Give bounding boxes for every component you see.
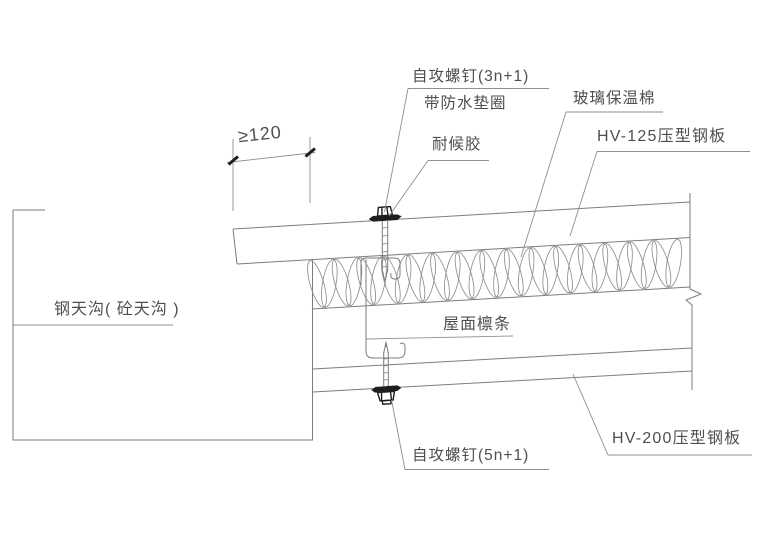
lower-screw-head <box>371 385 402 405</box>
insulation-loop <box>616 241 633 291</box>
insulation-loop <box>321 258 338 308</box>
insulation-hatch <box>307 238 691 310</box>
dimension-markers <box>226 137 316 211</box>
purlin-section <box>360 257 406 359</box>
insulation-loop <box>356 257 377 305</box>
hv200-sheet-lines <box>312 347 693 393</box>
gutter-outline <box>12 209 313 441</box>
upper-screw-shank <box>381 221 389 286</box>
insulation-loop <box>651 240 672 288</box>
insulation-loop <box>665 238 682 288</box>
label-gutter: 钢天沟( 砼天沟 ) <box>54 301 180 318</box>
insulation-loop <box>380 255 401 304</box>
insulation-loop <box>454 251 475 300</box>
label-waterproof-washer: 带防水垫圈 <box>424 95 507 112</box>
insulation-loop <box>626 241 647 290</box>
label-top-screw: 自攻螺钉(3n+1) <box>412 68 530 85</box>
upper-screw-head <box>368 205 402 222</box>
insulation-loop <box>528 247 549 295</box>
insulation-loop <box>444 251 461 301</box>
label-hv125-sheet: HV-125压型钢板 <box>597 128 727 145</box>
insulation-loop <box>517 247 535 297</box>
insulation-loop <box>542 246 559 295</box>
insulation-loop <box>567 244 584 294</box>
leader-sealant <box>388 160 489 217</box>
leader-bottom-screw <box>391 399 549 470</box>
lower-screw-shank <box>383 341 389 386</box>
insulation-loop <box>479 250 500 298</box>
insulation-loop <box>419 253 436 302</box>
leader-lines <box>365 88 752 470</box>
insulation-loop <box>591 243 609 292</box>
insulation-loop <box>468 250 486 299</box>
insulation-loop <box>553 245 573 294</box>
leader-hv125 <box>569 151 750 237</box>
leader-glass-wool <box>520 111 663 258</box>
label-hv200-sheet: HV-200压型钢板 <box>612 430 742 447</box>
lower-screw <box>371 341 402 405</box>
insulation-loop <box>394 254 412 304</box>
upper-screw <box>368 205 402 286</box>
hv125-sheet-outline <box>232 201 691 265</box>
insulation-loop <box>577 244 598 292</box>
insulation-loop <box>602 243 623 291</box>
insulation-loop <box>640 240 658 289</box>
dim-tick-right <box>304 147 316 158</box>
leader-top-screw <box>384 88 549 213</box>
dim-tick-left <box>227 155 239 166</box>
leader-purlin <box>365 335 514 340</box>
insulation-loop <box>370 256 387 305</box>
dim-line <box>226 152 316 163</box>
leader-hv200 <box>572 373 752 456</box>
insulation-loop <box>307 260 327 308</box>
break-line <box>685 193 703 390</box>
label-weather-sealant: 耐候胶 <box>432 136 482 153</box>
insulation-loop <box>503 248 524 297</box>
insulation-loop <box>430 253 450 301</box>
insulation-loop <box>405 254 426 302</box>
label-bottom-screw: 自攻螺钉(5n+1) <box>412 447 530 464</box>
insulation-loop <box>493 248 510 298</box>
insulation-loop <box>331 258 352 307</box>
label-glass-wool: 玻璃保温棉 <box>573 90 656 107</box>
label-purlin: 屋面檩条 <box>443 316 512 333</box>
